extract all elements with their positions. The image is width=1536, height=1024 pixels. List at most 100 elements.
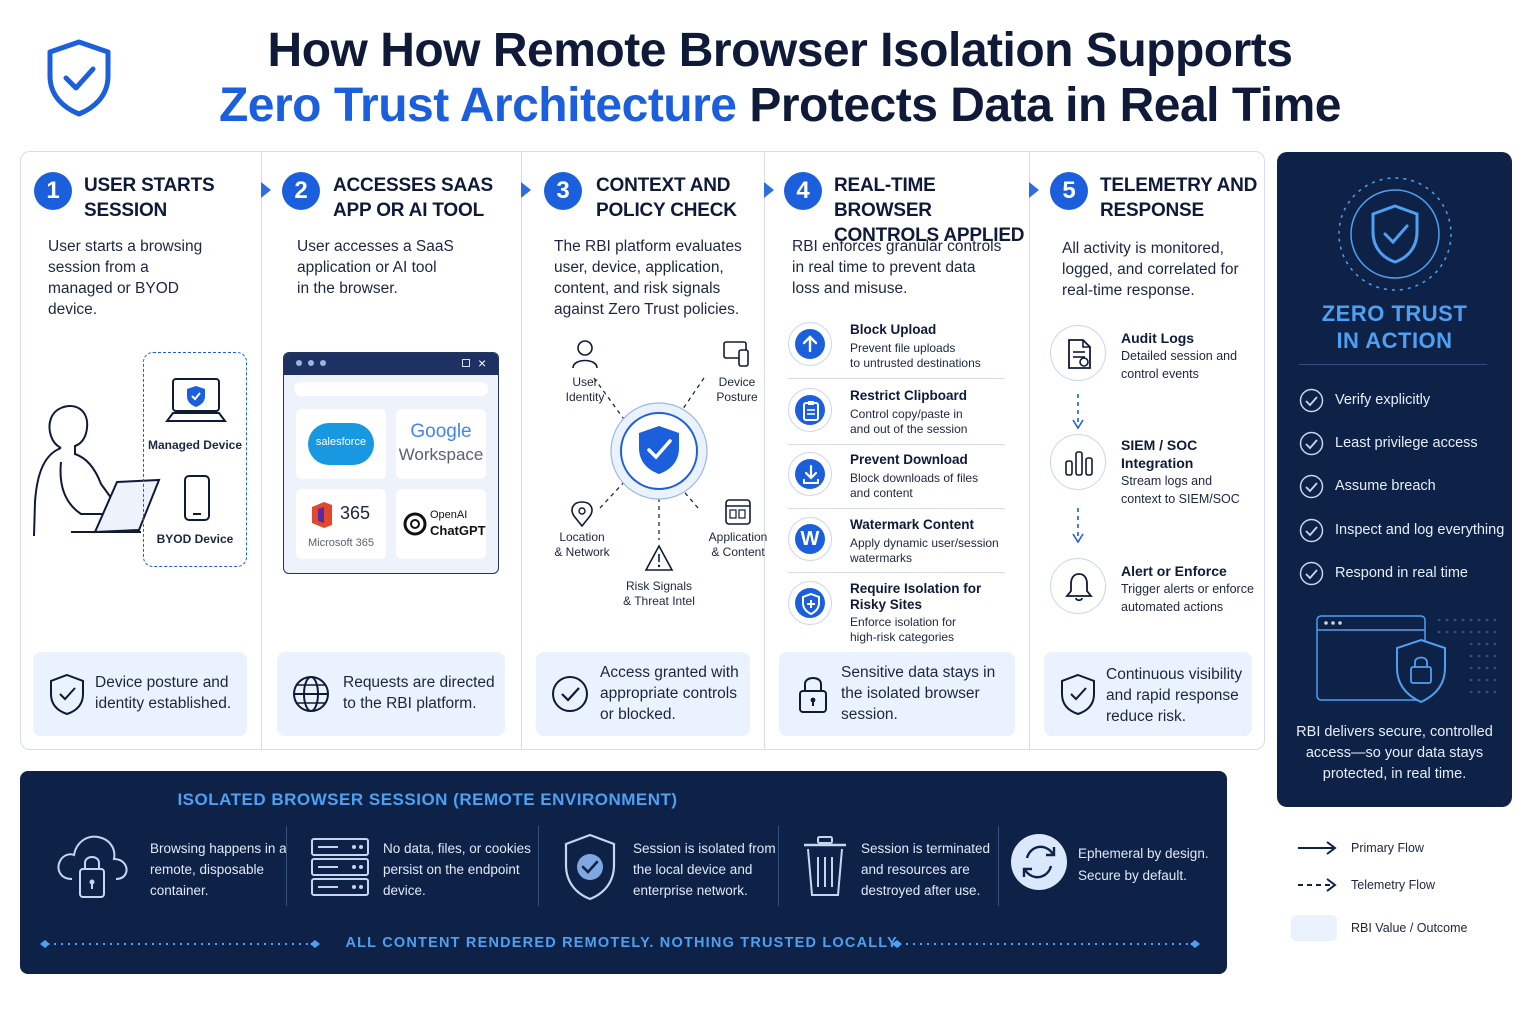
separator — [286, 826, 287, 906]
control-icon — [788, 388, 832, 432]
principle-label: Respond in real time — [1335, 565, 1468, 581]
desc-line: User accesses a SaaS — [297, 238, 454, 255]
outcome-text: Requests are directed to the RBI platfor… — [343, 672, 495, 714]
zero-trust-panel: ZERO TRUST IN ACTION Verify explicitly L… — [1277, 152, 1512, 807]
signal-line: User — [572, 375, 598, 389]
outcome-line: to the RBI platform. — [343, 695, 477, 712]
legend-primary-flow: Primary Flow — [1351, 841, 1424, 855]
signal-line: & Content — [711, 545, 765, 559]
signal-line: Posture — [716, 390, 758, 404]
desc-line: high-risk categories — [850, 630, 955, 644]
signal-application-content: Application & Content — [698, 530, 778, 560]
telemetry-desc: Detailed session and control events — [1121, 347, 1237, 383]
control-icon — [788, 322, 832, 366]
shield-check-icon — [1061, 673, 1095, 716]
lock-icon — [799, 677, 827, 713]
footer-line: access—so your data stays — [1305, 745, 1484, 761]
control-desc: Control copy/paste in and out of the ses… — [850, 407, 967, 437]
control-title: Block Upload — [850, 322, 937, 337]
step-title-line: TELEMETRY AND — [1100, 175, 1258, 196]
text-line: container. — [150, 883, 209, 898]
signal-device-posture: Device Posture — [702, 375, 772, 405]
desc-line: RBI enforces granular controls — [792, 238, 1002, 255]
separator — [788, 444, 1005, 445]
control-title: Watermark Content — [850, 517, 975, 532]
outcome-line: Device posture and — [95, 674, 229, 691]
telemetry-title: Alert or Enforce — [1121, 563, 1227, 579]
step-title-line: CONTROLS APPLIED — [834, 225, 1025, 246]
column-divider — [261, 152, 262, 749]
principle-item: Least privilege access — [1299, 429, 1509, 457]
step-1-column: 1 USER STARTS SESSION User starts a brow… — [21, 152, 261, 749]
control-icon — [788, 452, 832, 496]
desc-line: automated actions — [1121, 600, 1224, 614]
address-bar[interactable] — [294, 382, 488, 396]
signal-line: & Threat Intel — [623, 594, 695, 608]
signal-line: Application — [708, 530, 768, 544]
title-line: Risky Sites — [850, 597, 923, 612]
flow-arrow-icon — [521, 182, 531, 198]
google-workspace-tile[interactable]: Google Workspace — [396, 409, 486, 479]
salesforce-tile[interactable]: salesforce — [296, 409, 386, 479]
title-line: ZERO TRUST — [1321, 301, 1468, 326]
footer-line: RBI delivers secure, controlled — [1296, 724, 1493, 740]
chatgpt-tile[interactable]: OpenAI ChatGPT — [396, 489, 486, 559]
text-line: destroyed after use. — [861, 883, 981, 898]
text-line: device. — [383, 883, 426, 898]
principle-item: Inspect and log everything — [1299, 516, 1509, 544]
step-title-line: ACCESSES SAAS — [333, 175, 493, 196]
principle-item: Verify explicitly — [1299, 386, 1509, 414]
text-line: Session is terminated — [861, 841, 991, 856]
telemetry-icon — [1050, 434, 1106, 490]
signal-line: & Network — [554, 545, 610, 559]
band-footer: ALL CONTENT RENDERED REMOTELY. NOTHING T… — [345, 935, 902, 951]
outcome-box: Access granted with appropriate controls… — [536, 652, 750, 736]
step-title: CONTEXT AND POLICY CHECK — [596, 173, 737, 223]
principle-label: Verify explicitly — [1335, 392, 1431, 408]
window-dot-icon — [320, 360, 326, 366]
separator — [998, 826, 999, 906]
separator — [538, 826, 539, 906]
close-icon[interactable]: × — [478, 355, 487, 371]
globe-icon — [293, 676, 329, 712]
dashed-down-arrow-icon — [1072, 394, 1084, 430]
divider — [1299, 364, 1487, 365]
step-title: REAL-TIME BROWSER CONTROLS APPLIED — [834, 173, 1029, 248]
separator — [778, 826, 779, 906]
title-rest: Protects Data in Real Time — [736, 79, 1341, 132]
control-title: Require Isolation for Risky Sites — [850, 581, 981, 613]
desc-line: Apply dynamic user/session — [850, 536, 999, 550]
desc-line: content, and risk signals — [554, 280, 721, 297]
desc-line: context to SIEM/SOC — [1121, 492, 1240, 506]
dotted-line-icon — [40, 940, 320, 948]
step-title-line: SESSION — [84, 200, 168, 221]
dashed-down-arrow-icon — [1072, 508, 1084, 544]
maximize-icon[interactable] — [462, 359, 470, 367]
outcome-text: Device posture and identity established. — [95, 672, 231, 714]
outcome-line: identity established. — [95, 695, 232, 712]
page-title: How How Remote Browser Isolation Support… — [130, 24, 1430, 134]
outcome-line: Requests are directed — [343, 674, 495, 691]
control-desc: Prevent file uploads to untrusted destin… — [850, 341, 981, 371]
step-description: User accesses a SaaS application or AI t… — [297, 236, 454, 299]
step-4-column: 4 REAL-TIME BROWSER CONTROLS APPLIED RBI… — [765, 152, 1029, 749]
step-title: TELEMETRY AND RESPONSE — [1100, 173, 1257, 223]
microsoft-365-tile[interactable]: 365 Microsoft 365 — [296, 489, 386, 559]
step-title-line: RESPONSE — [1100, 200, 1204, 221]
signal-location-network: Location & Network — [542, 530, 622, 560]
column-divider — [1029, 152, 1030, 749]
desc-line: user, device, application, — [554, 259, 724, 276]
footer-line: protected, in real time. — [1322, 766, 1467, 782]
openai-logo-icon — [403, 512, 427, 536]
desc-line: Control copy/paste in — [850, 407, 963, 421]
principle-item: Assume breach — [1299, 472, 1509, 500]
clipboard-icon — [803, 401, 819, 421]
desc-line: application or AI tool — [297, 259, 437, 276]
band-item-text: Session is terminated and resources are … — [861, 838, 990, 901]
phone-icon — [184, 475, 210, 521]
step-description: The RBI platform evaluates user, device,… — [554, 236, 742, 320]
text-line: Secure by default. — [1078, 868, 1187, 883]
principle-label: Least privilege access — [1335, 435, 1478, 451]
isolated-session-band: ISOLATED BROWSER SESSION (REMOTE ENVIRON… — [20, 771, 1227, 974]
telemetry-desc: Trigger alerts or enforce automated acti… — [1121, 580, 1254, 616]
